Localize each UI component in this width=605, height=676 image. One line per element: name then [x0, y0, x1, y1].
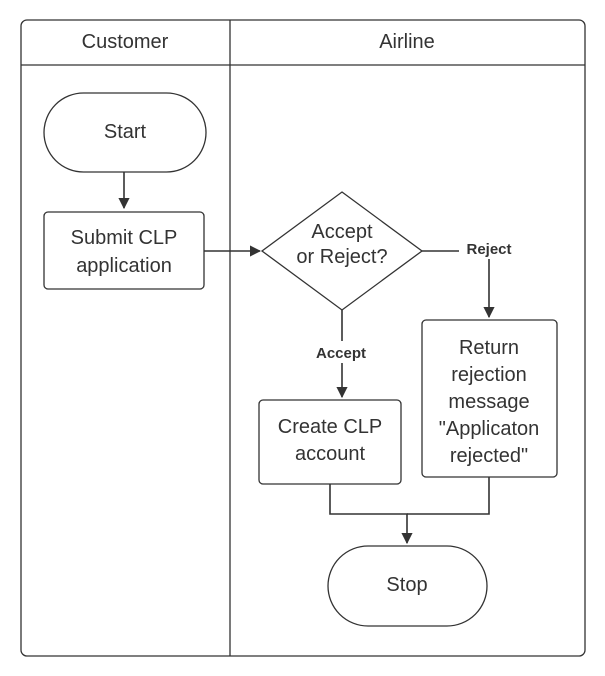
submit-process-shape [43, 211, 205, 290]
create-process-shape [258, 399, 402, 485]
edge-label-bg-reject [459, 237, 519, 259]
reject-label-line-4: "Applicaton [439, 418, 540, 440]
node-stop: Stop [327, 545, 488, 627]
decision-label-line-2: or Reject? [296, 246, 387, 268]
reject-label-line-5: rejected" [450, 445, 528, 467]
node-start: Start [43, 92, 207, 173]
node-create: Create CLP account [258, 399, 402, 485]
decision-label-line-1: Accept [311, 221, 373, 243]
lane-title-customer: Customer [82, 31, 169, 53]
pool-frame [20, 19, 586, 657]
edge-reject-to-stop [407, 477, 490, 515]
lane-title-airline: Airline [379, 31, 435, 53]
reject-process-shape [421, 319, 558, 478]
node-reject-message: Return rejection message "Applicaton rej… [421, 319, 558, 478]
edge-label-bg-accept [309, 341, 373, 363]
reject-label-line-1: Return [459, 337, 519, 359]
node-decision: Accept or Reject? [260, 191, 424, 311]
edge-create-to-stop [329, 484, 413, 545]
start-label: Start [104, 121, 147, 143]
create-label-line-1: Create CLP [278, 416, 383, 438]
decision-diamond-shape [260, 191, 424, 311]
start-terminator-shape [43, 92, 207, 173]
reject-label-line-2: rejection [451, 364, 527, 386]
submit-label-line-2: application [76, 255, 172, 277]
edge-label-reject: Reject [466, 241, 511, 258]
edge-label-accept: Accept [316, 345, 366, 362]
submit-label-line-1: Submit CLP [71, 227, 178, 249]
create-label-line-2: account [295, 443, 365, 465]
edge-decision-to-reject [422, 250, 495, 319]
stop-terminator-shape [327, 545, 488, 627]
reject-label-line-3: message [448, 391, 529, 413]
node-submit: Submit CLP application [43, 211, 205, 290]
stop-label: Stop [386, 574, 427, 596]
